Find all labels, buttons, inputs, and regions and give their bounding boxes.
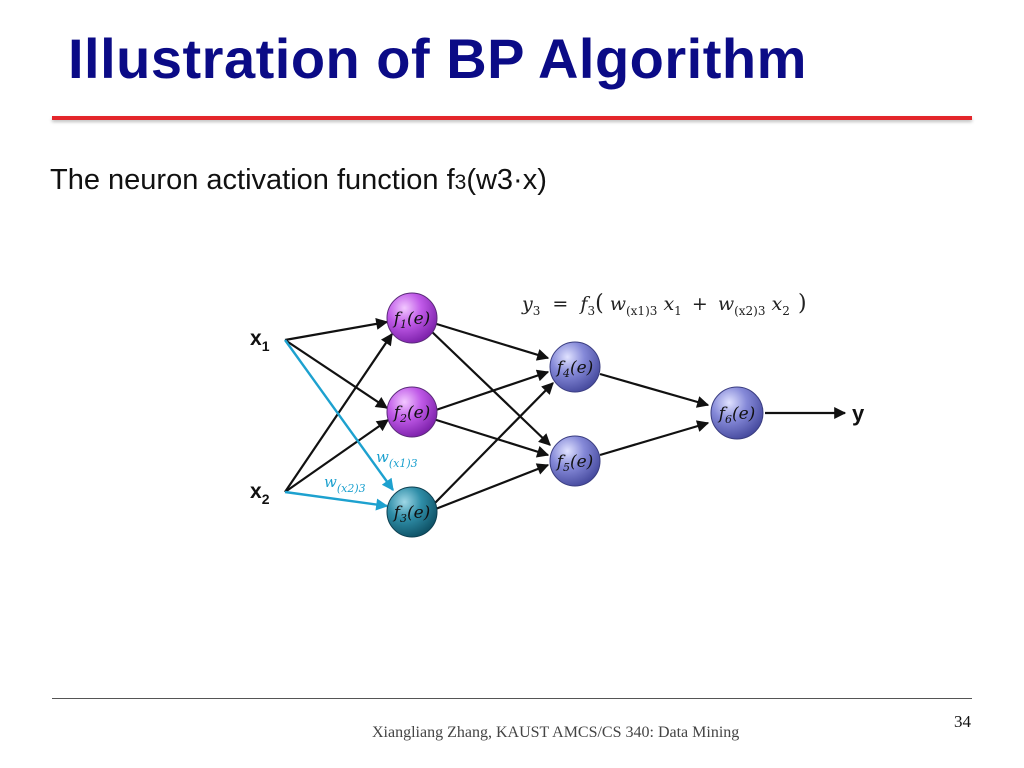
formula-y3: y3 = f3( w(x1)3 x1 + w(x2)3 x2 ) [521, 291, 807, 320]
edge-f1-f5 [429, 329, 551, 446]
slide-title: Illustration of BP Algorithm [68, 27, 807, 90]
input-x1: x1 [250, 327, 270, 354]
edge-x1-f2 [284, 339, 388, 409]
edge-f3-f4 [432, 382, 554, 506]
title-divider [52, 116, 972, 120]
footer-divider [52, 698, 972, 699]
edge-f4-f6 [599, 372, 710, 408]
neuron-f3: f3(e) [386, 486, 438, 538]
edge-f2-f4 [429, 369, 550, 414]
edge-x2-f3 [284, 490, 389, 511]
neuron-f1: f1(e) [386, 292, 438, 344]
weight-label-x2-3: w(x2)3 [324, 473, 366, 495]
footer-credit: Xiangliang Zhang, KAUST AMCS/CS 340: Dat… [372, 724, 740, 741]
edge-x1-f1 [284, 317, 389, 342]
edge-x1-f3 [284, 339, 394, 491]
neuron-f2: f2(e) [386, 386, 438, 438]
neuron-f4: f4(e) [549, 341, 601, 393]
edge-f3-f5 [432, 463, 550, 512]
svg-text:f3(e): f3(e) [392, 503, 431, 525]
edge-f1-f4 [429, 320, 550, 361]
neuron-f6: f6(e) [710, 386, 764, 440]
output-y: y [852, 401, 865, 426]
edge-f5-f6 [599, 420, 710, 457]
body-text-prefix: The neuron activation function f [50, 164, 455, 196]
svg-text:f5(e): f5(e) [555, 452, 594, 474]
input-x2: x2 [250, 480, 270, 507]
svg-text:f1(e): f1(e) [392, 309, 431, 331]
slide-body-text: The neuron activation function f3(w3·x) [50, 164, 547, 197]
weight-label-x1-3: w(x1)3 [376, 448, 418, 470]
edge-x2-f2 [284, 419, 389, 493]
svg-text:f6(e): f6(e) [717, 404, 756, 426]
svg-text:f4(e): f4(e) [555, 358, 594, 380]
svg-text:f2(e): f2(e) [392, 403, 431, 425]
page-number: 34 [954, 712, 971, 731]
body-text-subscript: 3 [454, 171, 467, 194]
edge-f2-f5 [429, 416, 550, 458]
neuron-f5: f5(e) [549, 435, 601, 487]
body-text-suffix: (w3·x) [466, 164, 547, 196]
